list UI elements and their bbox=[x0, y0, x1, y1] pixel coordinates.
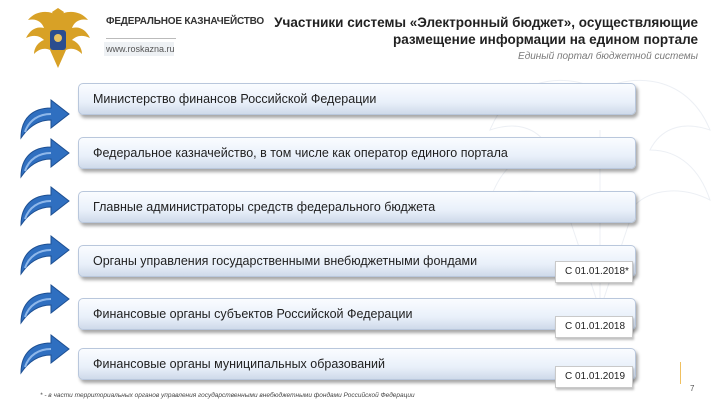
slide-title: Участники системы «Электронный бюджет», … bbox=[274, 15, 698, 47]
participant-label: Финансовые органы муниципальных образова… bbox=[93, 357, 386, 371]
start-date-text: С 01.01.2019 bbox=[565, 371, 626, 382]
curved-arrow-icon bbox=[20, 283, 70, 325]
slide-subtitle: Единый портал бюджетной системы bbox=[518, 51, 698, 62]
start-date-badge: С 01.01.2018* bbox=[555, 261, 633, 283]
double-headed-eagle-emblem-icon bbox=[26, 8, 90, 68]
page-number-divider bbox=[680, 362, 681, 384]
curved-arrow-icon bbox=[20, 234, 70, 276]
start-date-badge: С 01.01.2018 bbox=[555, 316, 633, 338]
brand-url: www.roskazna.ru bbox=[106, 44, 175, 54]
participant-row: Министерство финансов Российской Федерац… bbox=[78, 83, 636, 115]
curved-arrow-icon bbox=[20, 333, 70, 375]
participant-label: Главные администраторы средств федеральн… bbox=[93, 200, 436, 214]
participant-label: Министерство финансов Российской Федерац… bbox=[93, 92, 377, 106]
start-date-text: С 01.01.2018 bbox=[565, 321, 626, 332]
start-date-text: С 01.01.2018* bbox=[565, 266, 629, 277]
participant-row: Финансовые органы субъектов Российской Ф… bbox=[78, 298, 636, 330]
participant-row: Органы управления государственными внебю… bbox=[78, 245, 636, 277]
curved-arrow-icon bbox=[20, 185, 70, 227]
participant-label: Финансовые органы субъектов Российской Ф… bbox=[93, 307, 413, 321]
curved-arrow-icon bbox=[20, 137, 70, 179]
participant-row: Федеральное казначейство, в том числе ка… bbox=[78, 137, 636, 169]
page-number: 7 bbox=[690, 384, 695, 393]
participant-row: Главные администраторы средств федеральн… bbox=[78, 191, 636, 223]
slide-header: ФЕДЕРАЛЬНОЕ КАЗНАЧЕЙСТВО www.roskazna.ru… bbox=[0, 0, 720, 80]
brand-name: ФЕДЕРАЛЬНОЕ КАЗНАЧЕЙСТВО bbox=[106, 16, 264, 27]
participant-row: Финансовые органы муниципальных образова… bbox=[78, 348, 636, 380]
brand-divider bbox=[106, 38, 176, 39]
participant-label: Органы управления государственными внебю… bbox=[93, 254, 478, 268]
participant-label: Федеральное казначейство, в том числе ка… bbox=[93, 146, 508, 160]
brand-url-background bbox=[104, 42, 174, 56]
footnote: * - в части территориальных органов упра… bbox=[40, 392, 415, 399]
start-date-badge: С 01.01.2019 bbox=[555, 366, 633, 388]
curved-arrow-icon bbox=[20, 98, 70, 140]
